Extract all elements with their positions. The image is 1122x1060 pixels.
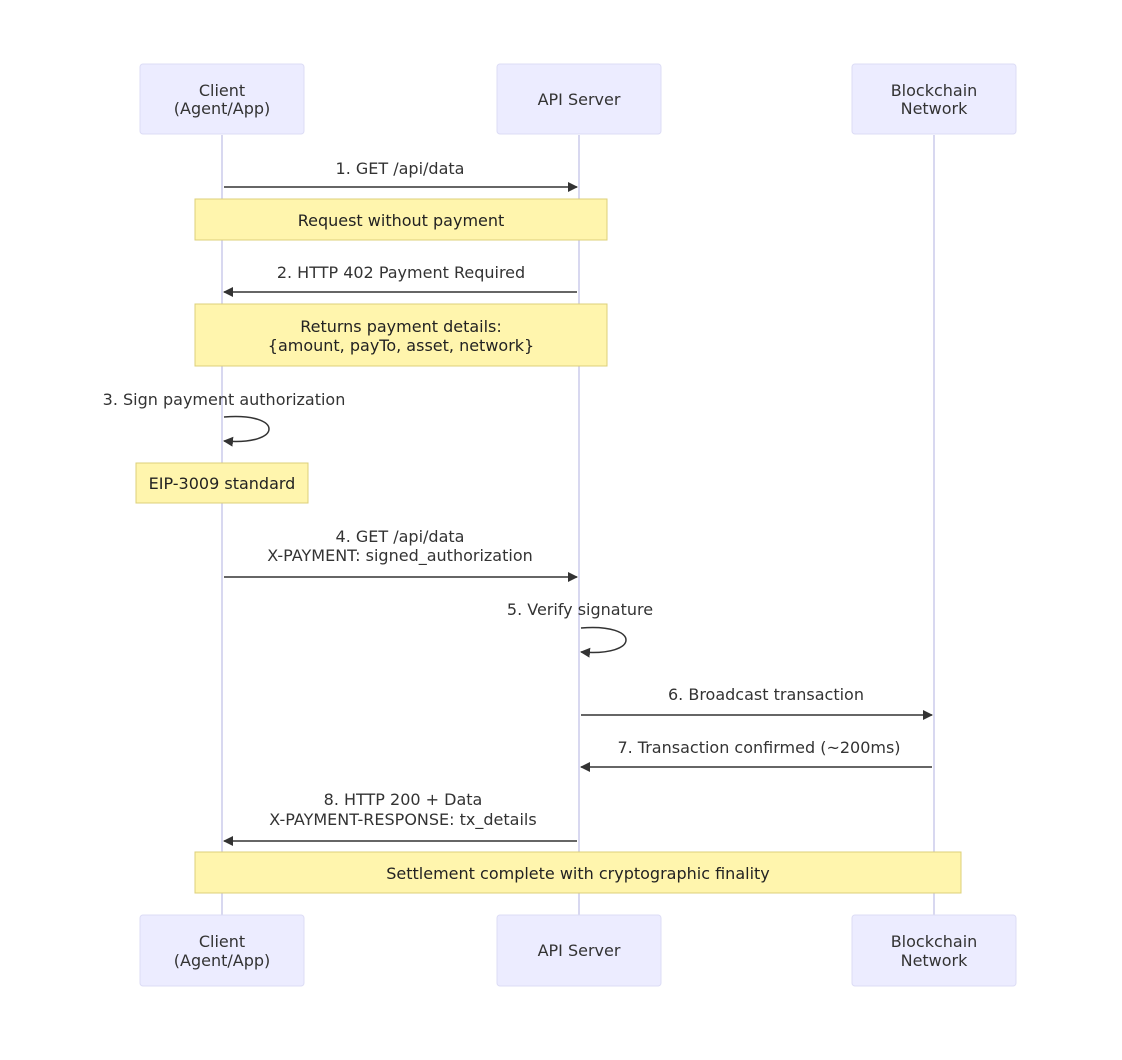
message-label: 2. HTTP 402 Payment Required [277, 263, 525, 282]
participant-chain-top: Blockchain Network [851, 63, 1017, 135]
message-label: 3. Sign payment authorization [103, 390, 346, 409]
participant-client-top: Client (Agent/App) [139, 63, 305, 135]
note-settlement-complete: Settlement complete with cryptographic f… [194, 851, 962, 894]
note-eip-3009: EIP-3009 standard [135, 462, 309, 504]
participant-server-bottom: API Server [496, 914, 662, 987]
participant-server-top: API Server [496, 63, 662, 135]
participant-label: Network [901, 99, 969, 118]
participant-chain-bottom: Blockchain Network [851, 914, 1017, 987]
note-label: {amount, payTo, asset, network} [268, 336, 534, 355]
message-label: 6. Broadcast transaction [668, 685, 864, 704]
note-label: EIP-3009 standard [149, 474, 296, 493]
participant-label: (Agent/App) [174, 99, 271, 118]
message-label: 1. GET /api/data [336, 159, 465, 178]
message-label: 4. GET /api/data [336, 527, 465, 546]
participant-label: Client [199, 932, 245, 951]
participant-label: API Server [538, 941, 621, 960]
note-label: Request without payment [298, 211, 505, 230]
message-label: 8. HTTP 200 + Data [324, 790, 483, 809]
participant-label: Network [901, 951, 969, 970]
note-request-without-payment: Request without payment [194, 198, 608, 241]
note-label: Returns payment details: [300, 317, 502, 336]
participant-label: Client [199, 81, 245, 100]
note-label: Settlement complete with cryptographic f… [386, 864, 770, 883]
message-label: X-PAYMENT: signed_authorization [267, 546, 533, 566]
message-label: X-PAYMENT-RESPONSE: tx_details [269, 810, 536, 830]
message-arrow-5 [580, 626, 627, 658]
participant-client-bottom: Client (Agent/App) [139, 914, 305, 987]
message-label: 5. Verify signature [507, 600, 653, 619]
participant-label: API Server [538, 90, 621, 109]
participant-label: Blockchain [891, 932, 978, 951]
participant-label: Blockchain [891, 81, 978, 100]
participant-label: (Agent/App) [174, 951, 271, 970]
note-payment-details: Returns payment details: {amount, payTo,… [194, 303, 608, 367]
message-arrow-3 [223, 415, 270, 447]
message-label: 7. Transaction confirmed (~200ms) [617, 738, 900, 757]
